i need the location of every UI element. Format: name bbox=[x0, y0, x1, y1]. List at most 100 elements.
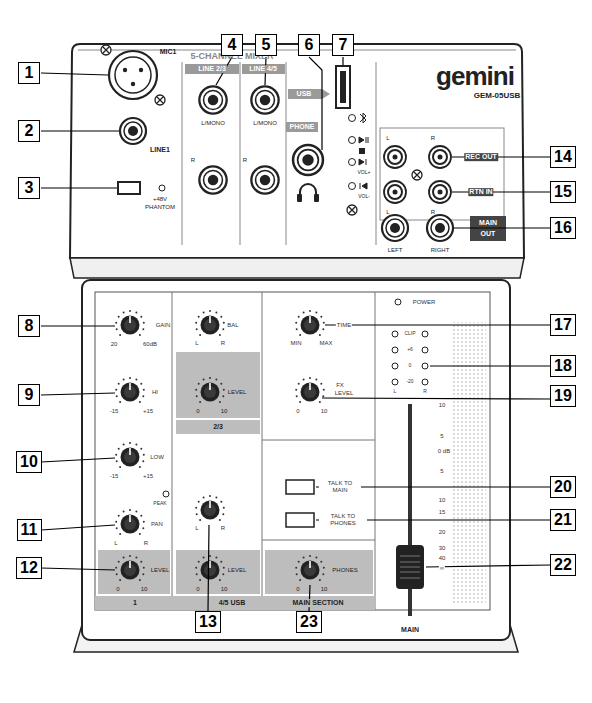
panel-label: +15 bbox=[142, 408, 154, 415]
panel-label: 5 bbox=[439, 468, 444, 475]
panel-label: PAN bbox=[150, 521, 164, 528]
panel-label: 20 bbox=[438, 529, 447, 536]
panel-label: 0 bbox=[295, 586, 300, 593]
panel-label: 0 bbox=[195, 408, 200, 415]
callout-number: 3 bbox=[18, 177, 40, 199]
panel-label: 0 bbox=[195, 586, 200, 593]
panel-label: USB bbox=[296, 90, 313, 98]
panel-label: R bbox=[220, 525, 226, 532]
panel-label: LOW bbox=[149, 454, 165, 461]
callout-text: 11 bbox=[21, 522, 38, 538]
callout-text: 17 bbox=[554, 317, 572, 333]
panel-label: OUT bbox=[480, 230, 497, 238]
callout-text: 15 bbox=[554, 184, 572, 200]
callout-text: 12 bbox=[20, 560, 38, 576]
panel-label: MIN bbox=[290, 340, 303, 347]
panel-label: 0 bbox=[115, 586, 120, 593]
panel-label: BAL bbox=[226, 322, 239, 329]
callout-number: 4 bbox=[221, 34, 243, 56]
callout-text: 8 bbox=[25, 318, 34, 334]
panel-label: 20 bbox=[110, 341, 119, 348]
panel-label: 15 bbox=[438, 509, 447, 516]
callout-text: 1 bbox=[25, 65, 34, 81]
panel-label: 10 bbox=[220, 408, 229, 415]
panel-label: 10 bbox=[438, 497, 447, 504]
callout-number: 10 bbox=[16, 451, 42, 473]
panel-label: PHONES bbox=[331, 567, 358, 574]
callout-number: 20 bbox=[550, 476, 576, 498]
callout-number: 17 bbox=[550, 314, 576, 336]
panel-label: MAX bbox=[318, 340, 333, 347]
callout-text: 6 bbox=[305, 37, 314, 53]
callout-text: 4 bbox=[228, 37, 237, 53]
panel-label: MAIN bbox=[478, 219, 498, 227]
callout-number: 13 bbox=[195, 611, 221, 633]
panel-label: MIC1 bbox=[159, 48, 178, 56]
panel-label: TALK TO PHONES bbox=[319, 513, 367, 526]
panel-label: -15 bbox=[109, 473, 120, 480]
callout-number: 2 bbox=[18, 120, 40, 142]
panel-label: -20 bbox=[405, 379, 414, 385]
callout-number: 16 bbox=[550, 217, 576, 239]
panel-label: 60dB bbox=[142, 341, 158, 348]
callout-text: 21 bbox=[554, 512, 572, 528]
panel-label: PHONE bbox=[289, 123, 316, 131]
callout-number: 15 bbox=[550, 181, 576, 203]
callout-number: 7 bbox=[332, 34, 354, 56]
callout-number: 19 bbox=[550, 385, 576, 407]
callout-number: 23 bbox=[296, 611, 322, 633]
callout-number: 11 bbox=[17, 519, 42, 541]
panel-label: LINE 2/3 bbox=[197, 65, 227, 73]
panel-label: LEVEL bbox=[150, 567, 171, 574]
callout-number: 22 bbox=[550, 554, 576, 576]
panel-label: RIGHT bbox=[430, 247, 451, 254]
panel-label: LEVEL bbox=[227, 389, 248, 396]
panel-label: L bbox=[194, 525, 199, 532]
callout-text: 13 bbox=[199, 614, 217, 630]
panel-label: TIME bbox=[336, 322, 352, 329]
panel-label: GEM-05USB bbox=[473, 92, 522, 101]
panel-label: 40 bbox=[438, 555, 447, 562]
callout-number: 14 bbox=[550, 146, 576, 168]
callout-number: 5 bbox=[255, 34, 277, 56]
callout-text: 10 bbox=[20, 454, 38, 470]
panel-label: MAIN bbox=[400, 626, 420, 634]
panel-label: CLIP bbox=[403, 331, 416, 337]
callout-number: 1 bbox=[18, 62, 40, 84]
panel-label: +6 bbox=[406, 347, 414, 353]
panel-label: ∞ bbox=[439, 565, 445, 572]
panel-label: LEVEL bbox=[334, 390, 355, 397]
panel-label: +15 bbox=[142, 473, 154, 480]
panel-label: 10 bbox=[140, 586, 149, 593]
panel-label: 0 bbox=[408, 363, 413, 369]
panel-label: R bbox=[422, 389, 428, 395]
callout-number: 8 bbox=[18, 315, 40, 337]
panel-label: R bbox=[430, 209, 436, 216]
callout-text: 19 bbox=[554, 388, 572, 404]
callout-text: 22 bbox=[554, 557, 572, 573]
panel-label: L bbox=[385, 135, 390, 142]
panel-label: 10 bbox=[220, 586, 229, 593]
callout-text: 16 bbox=[554, 220, 572, 236]
panel-label: RTN IN bbox=[468, 188, 493, 196]
panel-label: VOL- bbox=[357, 194, 371, 200]
panel-label: 10 bbox=[320, 586, 329, 593]
callout-text: 3 bbox=[25, 180, 34, 196]
panel-label: L bbox=[113, 540, 118, 547]
panel-label: TALK TO MAIN bbox=[319, 480, 361, 493]
panel-label: L/MONO bbox=[200, 120, 226, 127]
panel-label: PEAK bbox=[152, 501, 167, 507]
panel-label: L bbox=[385, 209, 390, 216]
callout-number: 6 bbox=[298, 34, 320, 56]
callout-text: 9 bbox=[25, 387, 34, 403]
panel-label: LEFT bbox=[387, 247, 404, 254]
panel-label: L bbox=[393, 389, 398, 395]
callout-number: 12 bbox=[16, 557, 42, 579]
panel-label: R bbox=[430, 135, 436, 142]
panel-label: R bbox=[242, 157, 248, 164]
panel-label: gemini bbox=[435, 62, 515, 91]
callout-number: 18 bbox=[550, 355, 576, 377]
callout-number: 21 bbox=[550, 509, 576, 531]
